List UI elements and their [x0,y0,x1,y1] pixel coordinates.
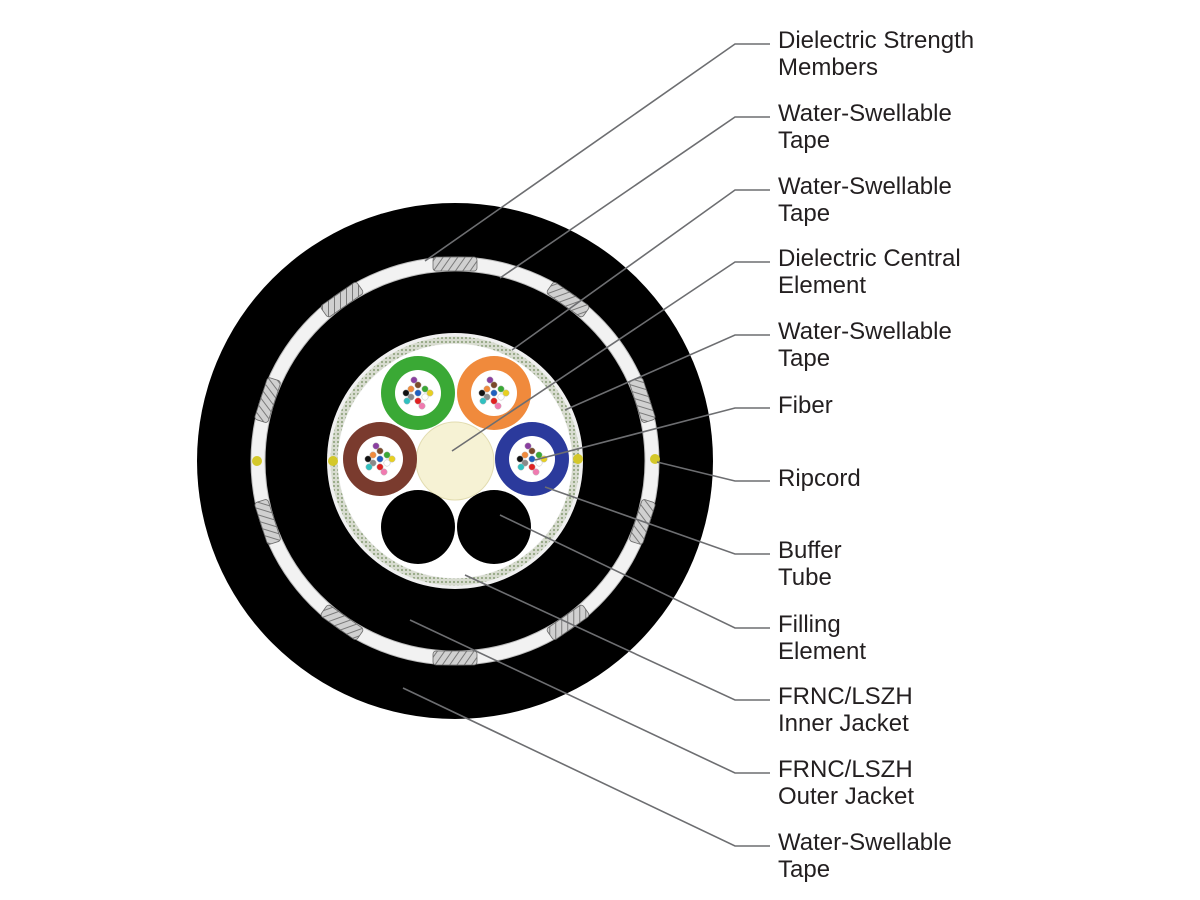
fiber-strand [535,459,543,467]
fiber-strand [421,385,429,393]
leader-frnc-lszh-outer-jacket [409,619,770,774]
leader-water-swellable-tape-1 [499,116,770,279]
fiber-strand [372,442,380,450]
fiber-strand [376,463,384,471]
fiber-strand [479,397,487,405]
fiber-strand [528,455,536,463]
fiber-strand [421,393,429,401]
fiber-strand [402,389,410,397]
label-fiber: Fiber [778,392,833,419]
fiber-strand [483,385,491,393]
ripcord-right-inner [573,454,583,464]
filling-element-right [457,490,531,564]
strength-member [546,282,590,318]
fiber-strand [418,402,426,410]
fiber-strand [414,397,422,405]
fiber-strand [528,463,536,471]
buffer-tube-orange [457,356,531,430]
fiber-strand [478,389,486,397]
fiber-strand [383,459,391,467]
buffer-tube-blue [495,422,569,496]
strength-member [432,256,478,272]
leader-buffer-tube [544,486,770,555]
fiber-strand [490,397,498,405]
leader-water-swellable-tape-2 [511,189,770,351]
leader-water-swellable-tape-3 [564,334,770,411]
strength-member [320,604,364,640]
fiber-strand [403,397,411,405]
fiber-strand [497,393,505,401]
strength-member [254,499,281,545]
fiber-strand [486,376,494,384]
fiber-strand [383,451,391,459]
fiber-strand [365,463,373,471]
fiber-strand [528,447,536,455]
fiber-strand [376,447,384,455]
fiber-strand [502,389,510,397]
fiber-strand [521,451,529,459]
filling-element-left [381,490,455,564]
leader-fiber [534,407,770,461]
leader-frnc-lszh-inner-jacket [464,574,770,701]
fiber-strand [494,402,502,410]
fiber-strand [490,381,498,389]
central-element [415,421,495,501]
fiber-strand [517,463,525,471]
fiber-strand [376,455,384,463]
leader-dielectric-strength-members [424,43,770,262]
fiber-strand [524,442,532,450]
buffer-tube-green [381,356,455,430]
leader-filling-element [499,514,770,629]
fiber-strand [388,455,396,463]
fiber-strand [414,381,422,389]
fiber-strand [426,389,434,397]
fiber-strand [490,389,498,397]
fiber-strand [369,451,377,459]
fiber-strand [410,376,418,384]
fiber-strand [380,468,388,476]
fiber-strand [497,385,505,393]
ripcord-left-inner [328,456,338,466]
fiber-strand [407,385,415,393]
leader-ripcord [656,461,770,482]
leader-dielectric-central-element [451,261,770,452]
leader-water-swellable-tape-4 [402,687,770,847]
fiber-strand [364,455,372,463]
ripcord-left-outer [252,456,262,466]
buffer-tube-brown [343,422,417,496]
fiber-strand [414,389,422,397]
strength-member [432,650,478,666]
strength-member [320,282,364,318]
strength-member [254,377,281,423]
label-ripcord: Ripcord [778,465,861,492]
fiber-strand [516,455,524,463]
fiber-strand [532,468,540,476]
